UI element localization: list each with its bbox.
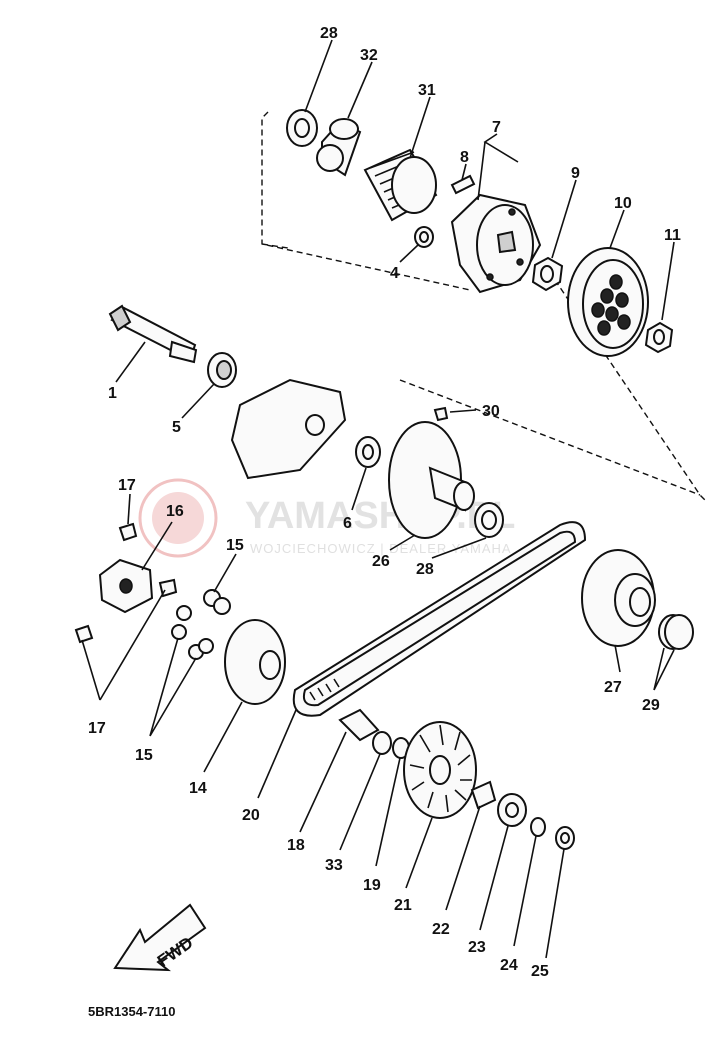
label-15-bottom: 15: [135, 747, 153, 764]
part-nut-9: [531, 256, 564, 292]
part-ring-4: [414, 226, 434, 248]
part-washer-33: [372, 731, 392, 755]
label-10: 10: [614, 195, 632, 212]
part-sheave-26: [388, 421, 475, 539]
label-31: 31: [418, 82, 436, 99]
part-pulley-27: [581, 549, 656, 647]
part-spring-31: [363, 148, 438, 222]
label-18: 18: [287, 837, 305, 854]
label-30: 30: [482, 403, 500, 420]
label-5: 5: [172, 419, 181, 436]
part-washer-24: [530, 817, 546, 837]
part-clutch-7: [450, 193, 542, 294]
label-28-top: 28: [320, 25, 338, 42]
part-shaft-1: [108, 304, 198, 364]
label-27: 27: [604, 679, 622, 696]
label-29: 29: [642, 697, 660, 714]
label-16: 16: [166, 503, 184, 520]
label-24: 24: [500, 957, 518, 974]
part-nut-25: [555, 826, 575, 850]
part-washer-28-top: [286, 109, 318, 147]
label-17-bottom: 17: [88, 720, 106, 737]
label-19: 19: [363, 877, 381, 894]
part-fan-21: [403, 721, 477, 819]
part-washer-6: [355, 436, 381, 468]
label-11: 11: [664, 227, 681, 244]
label-21: 21: [394, 897, 412, 914]
diagram-code: 5BR1354-7110: [88, 1004, 176, 1019]
part-nut-11: [644, 321, 674, 354]
part-labels: 28 32 31 7 8 4 9 10 11 1 5 30 6 26 28 27…: [88, 25, 681, 980]
label-15-top: 15: [226, 537, 244, 554]
part-belt-20: [292, 521, 587, 717]
part-ramp-16: [98, 558, 154, 614]
part-collar-32: [316, 118, 362, 177]
assembly-outline: [261, 111, 706, 501]
part-variator-14: [224, 619, 286, 705]
label-6: 6: [343, 515, 352, 532]
part-washer-28-mid: [474, 502, 504, 538]
label-8: 8: [460, 149, 469, 166]
label-23: 23: [468, 939, 486, 956]
label-22: 22: [432, 921, 450, 938]
label-14: 14: [189, 780, 207, 797]
label-17-top: 17: [118, 477, 136, 494]
part-rings-29: [658, 614, 694, 650]
part-rollers-15: [171, 589, 231, 660]
label-33: 33: [325, 857, 343, 874]
part-cover: [230, 378, 347, 480]
label-32: 32: [360, 47, 378, 64]
label-25: 25: [531, 963, 549, 980]
part-key-30: [433, 406, 449, 422]
label-28-mid: 28: [416, 561, 434, 578]
label-1: 1: [108, 385, 117, 402]
label-4: 4: [390, 265, 399, 282]
part-bearing-5: [207, 352, 237, 388]
part-collar-18: [338, 708, 380, 742]
part-housing-10: [567, 247, 649, 357]
fwd-arrow-icon: FWD: [113, 903, 207, 972]
leader-lines: [81, 39, 675, 959]
label-26: 26: [372, 553, 390, 570]
part-starter-22: [470, 780, 497, 810]
part-pin-8: [450, 174, 476, 195]
label-20: 20: [242, 807, 260, 824]
part-23: [497, 793, 527, 827]
label-9: 9: [571, 165, 580, 182]
label-7: 7: [492, 119, 501, 136]
